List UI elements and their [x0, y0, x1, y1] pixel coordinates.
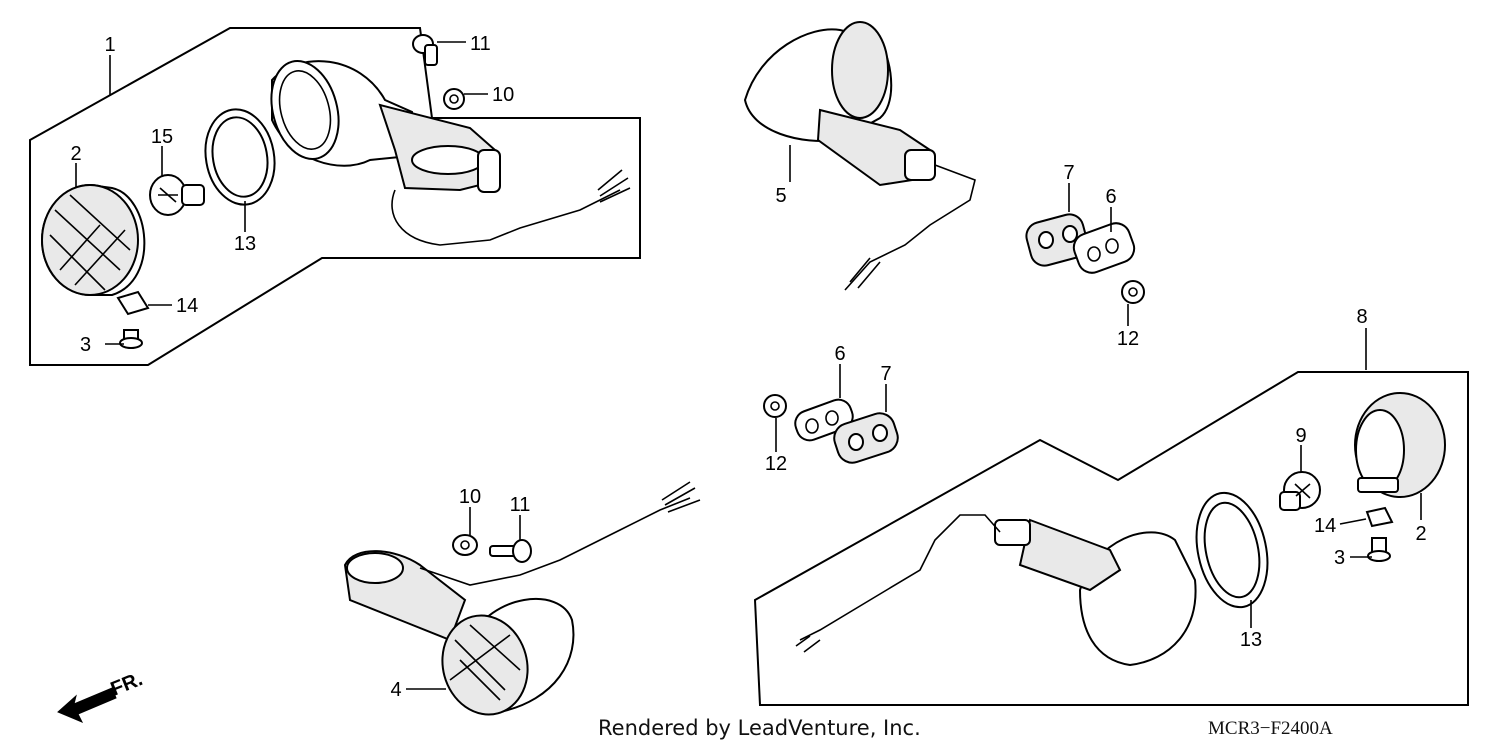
callout-4: 4 [390, 679, 401, 701]
assembly-frame-1 [29, 27, 641, 366]
bulb-right [1279, 471, 1321, 511]
turn-signal-housing-right [795, 514, 1197, 667]
clip-nut-right [1365, 506, 1394, 528]
nut-bottom [452, 534, 478, 556]
assembly-frame-8 [753, 371, 1469, 706]
turn-signal-rear-top [743, 21, 976, 291]
callout-3: 3 [1334, 547, 1345, 569]
callout-10: 10 [459, 486, 481, 508]
bolt-top [412, 34, 438, 66]
callout-2: 2 [1415, 523, 1426, 545]
lens-cap-left [41, 184, 146, 296]
callout-6: 6 [1105, 186, 1116, 208]
screw-left [119, 329, 143, 349]
callout-15: 15 [151, 126, 173, 148]
callout-13: 13 [1240, 629, 1262, 651]
front-direction-indicator: FR. [57, 668, 146, 723]
callout-11: 11 [470, 33, 491, 55]
callout-labels: 1 2 15 13 14 3 11 10 5 7 6 12 8 6 7 12 9… [70, 33, 1426, 701]
callout-14: 14 [1314, 515, 1336, 537]
callout-5: 5 [775, 185, 786, 207]
lens-cap-right [1354, 392, 1446, 498]
callout-13: 13 [234, 233, 256, 255]
diagram-code: MCR3−F2400A [1208, 718, 1333, 739]
callout-9: 9 [1295, 425, 1306, 447]
callout-12: 12 [765, 453, 787, 475]
callout-2: 2 [70, 143, 81, 165]
plate-upper [1072, 222, 1136, 274]
turn-signal-front-bottom [343, 481, 701, 716]
callout-7: 7 [1063, 162, 1074, 184]
callout-12: 12 [1117, 328, 1139, 350]
arrow-left-icon [57, 687, 117, 723]
callout-8: 8 [1356, 306, 1367, 328]
nut-middle [763, 394, 787, 418]
credit-text: Rendered by LeadVenture, Inc. [598, 716, 921, 740]
leader-lines [75, 41, 1422, 690]
nut-top [443, 88, 465, 110]
rubber-ring-right [1195, 491, 1269, 609]
nut-upper [1121, 280, 1145, 304]
rubber-spacer-middle [833, 412, 899, 464]
callout-7: 7 [880, 363, 891, 385]
direction-label: FR. [108, 668, 146, 700]
callout-11: 11 [510, 494, 531, 516]
callout-1: 1 [104, 34, 115, 56]
callout-14: 14 [176, 295, 198, 317]
callout-3: 3 [80, 334, 91, 356]
screw-right [1367, 537, 1391, 562]
clip-nut-left [116, 290, 150, 316]
bulb-left [149, 174, 205, 216]
callout-10: 10 [492, 84, 514, 106]
turn-signal-housing-left [270, 59, 631, 246]
callout-6: 6 [834, 343, 845, 365]
bolt-bottom [489, 539, 532, 563]
rubber-spacer-upper [1025, 213, 1089, 267]
rubber-ring-left [204, 108, 276, 206]
